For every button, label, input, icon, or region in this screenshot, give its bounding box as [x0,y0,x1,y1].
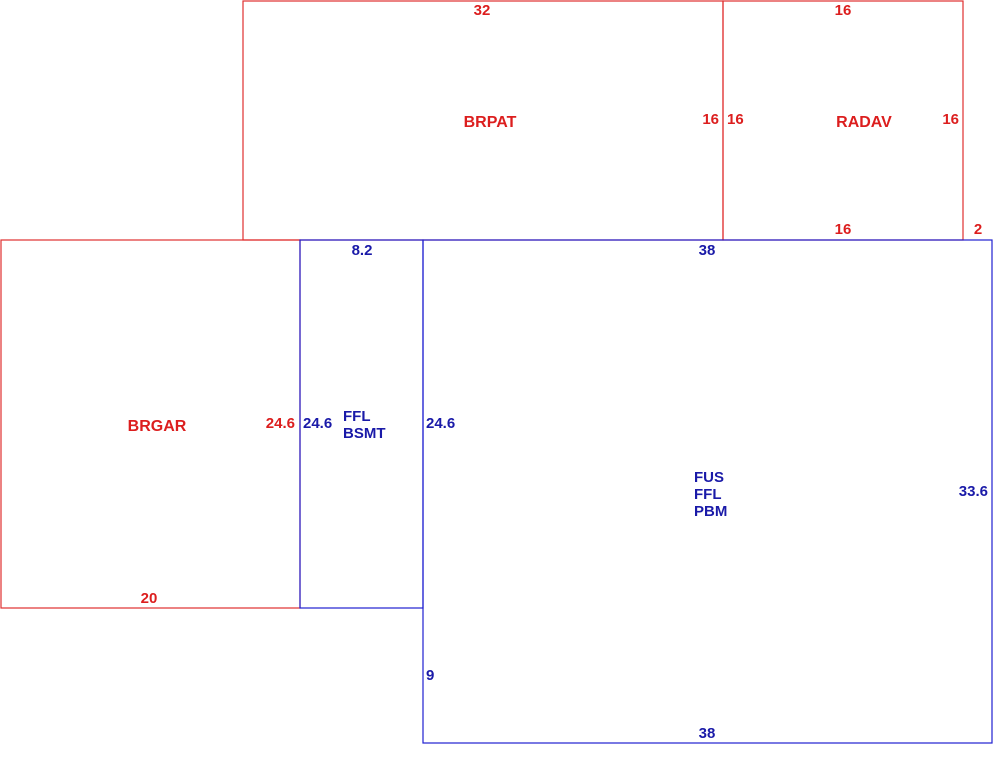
radav-label: RADAV [836,114,892,131]
main-label-line3: PBM [694,503,727,520]
brgar-bottom-dim: 20 [141,590,158,607]
bsmt-left-dim: 24.6 [303,415,332,432]
main-left-lower-dim: 9 [426,667,434,684]
brpat-label: BRPAT [464,114,517,131]
radav-top-dim: 16 [835,2,852,19]
brgar-right-dim: 24.6 [266,415,295,432]
main-right-dim: 33.6 [959,483,988,500]
main-outline [422,239,993,744]
brpat-top-dim: 32 [474,2,491,19]
radav-right-dim: 16 [942,111,959,128]
bsmt-label-line1: FFL [343,408,371,425]
radav-step-dim: 2 [974,221,982,238]
brgar-label: BRGAR [128,418,187,435]
bsmt-label-line2: BSMT [343,425,386,442]
radav-bottom-dim: 16 [835,221,852,238]
brpat-right-dim: 16 [702,111,719,128]
radav-left-dim: 16 [727,111,744,128]
main-label-line2: FFL [694,486,722,503]
bsmt-top-dim: 8.2 [352,242,373,259]
main-bottom-dim: 38 [699,725,716,742]
main-top-dim: 38 [699,242,716,259]
main-left-dim: 24.6 [426,415,455,432]
main-label-line1: FUS [694,469,724,486]
